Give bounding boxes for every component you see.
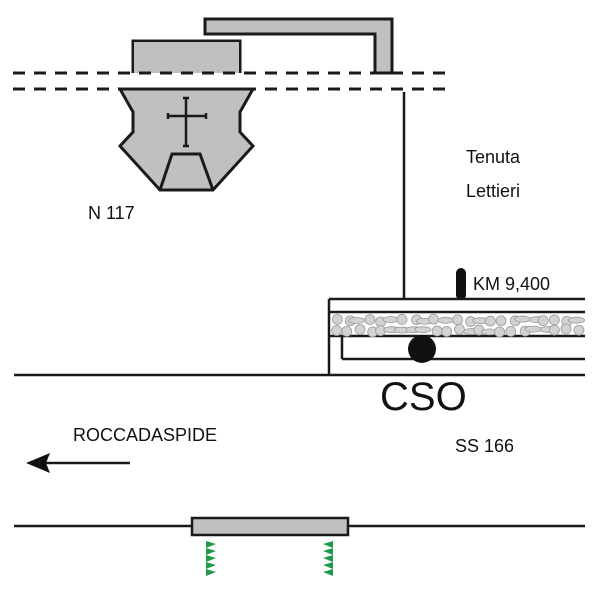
gravel-stone bbox=[331, 313, 343, 325]
estate-label-line2: Lettieri bbox=[466, 181, 520, 201]
gravel-stone bbox=[341, 325, 353, 337]
gravel-stone bbox=[548, 314, 560, 326]
grass-blade bbox=[206, 562, 216, 569]
grass-blade bbox=[323, 569, 333, 576]
cross-icon bbox=[166, 96, 208, 148]
church-entrance bbox=[158, 152, 215, 191]
grass-icon bbox=[323, 541, 333, 576]
circle-icon bbox=[408, 335, 436, 363]
gravel-stone bbox=[560, 323, 572, 335]
church-label: N 117 bbox=[88, 203, 135, 223]
gravel-stone bbox=[514, 315, 531, 323]
gravel-stone bbox=[568, 316, 585, 324]
gravel-stone bbox=[452, 314, 464, 326]
building-rect-fill bbox=[134, 42, 239, 73]
gravel-stone bbox=[382, 316, 400, 323]
grass-blade bbox=[206, 569, 216, 576]
road-label: SS 166 bbox=[455, 436, 514, 456]
gravel-stone bbox=[354, 324, 366, 335]
gravel-stone bbox=[495, 315, 507, 327]
gravel-stone bbox=[348, 317, 365, 324]
gravel-stone bbox=[431, 325, 443, 337]
gravel-stone bbox=[396, 314, 408, 325]
culvert-structure bbox=[327, 297, 585, 375]
gravel-stone bbox=[537, 315, 549, 327]
gravel-stone bbox=[414, 326, 432, 334]
grass-blade bbox=[323, 562, 333, 569]
grass-blade bbox=[206, 541, 216, 548]
grass-blade bbox=[206, 555, 216, 562]
grass-blade bbox=[323, 548, 333, 555]
gravel-stone bbox=[441, 326, 453, 337]
grass-blade bbox=[323, 555, 333, 562]
grass-blade bbox=[206, 548, 216, 555]
gravel-stone bbox=[364, 314, 376, 325]
gravel-stone bbox=[331, 325, 343, 336]
gravel-stone bbox=[548, 324, 560, 336]
grass-icon bbox=[206, 541, 216, 576]
bridge-deck bbox=[190, 516, 350, 537]
grass-blade bbox=[323, 541, 333, 548]
km-post-icon bbox=[456, 268, 466, 300]
gravel-stone bbox=[573, 324, 585, 336]
gravel-stone bbox=[505, 325, 517, 337]
gravel-stone bbox=[454, 323, 465, 335]
km-marker-label: KM 9,400 bbox=[473, 274, 550, 294]
arrow-left-icon bbox=[26, 453, 130, 473]
estate-label-line1: Tenuta bbox=[466, 147, 521, 167]
gravel-stone bbox=[437, 316, 455, 324]
gravel-stone bbox=[428, 313, 439, 325]
gravel-stone bbox=[524, 325, 542, 333]
gravel-stone bbox=[484, 315, 496, 327]
cso-label: CSO bbox=[380, 375, 467, 419]
direction-label: ROCCADASPIDE bbox=[73, 425, 217, 445]
gravel-layer bbox=[331, 313, 585, 338]
gravel-stone bbox=[494, 326, 505, 338]
